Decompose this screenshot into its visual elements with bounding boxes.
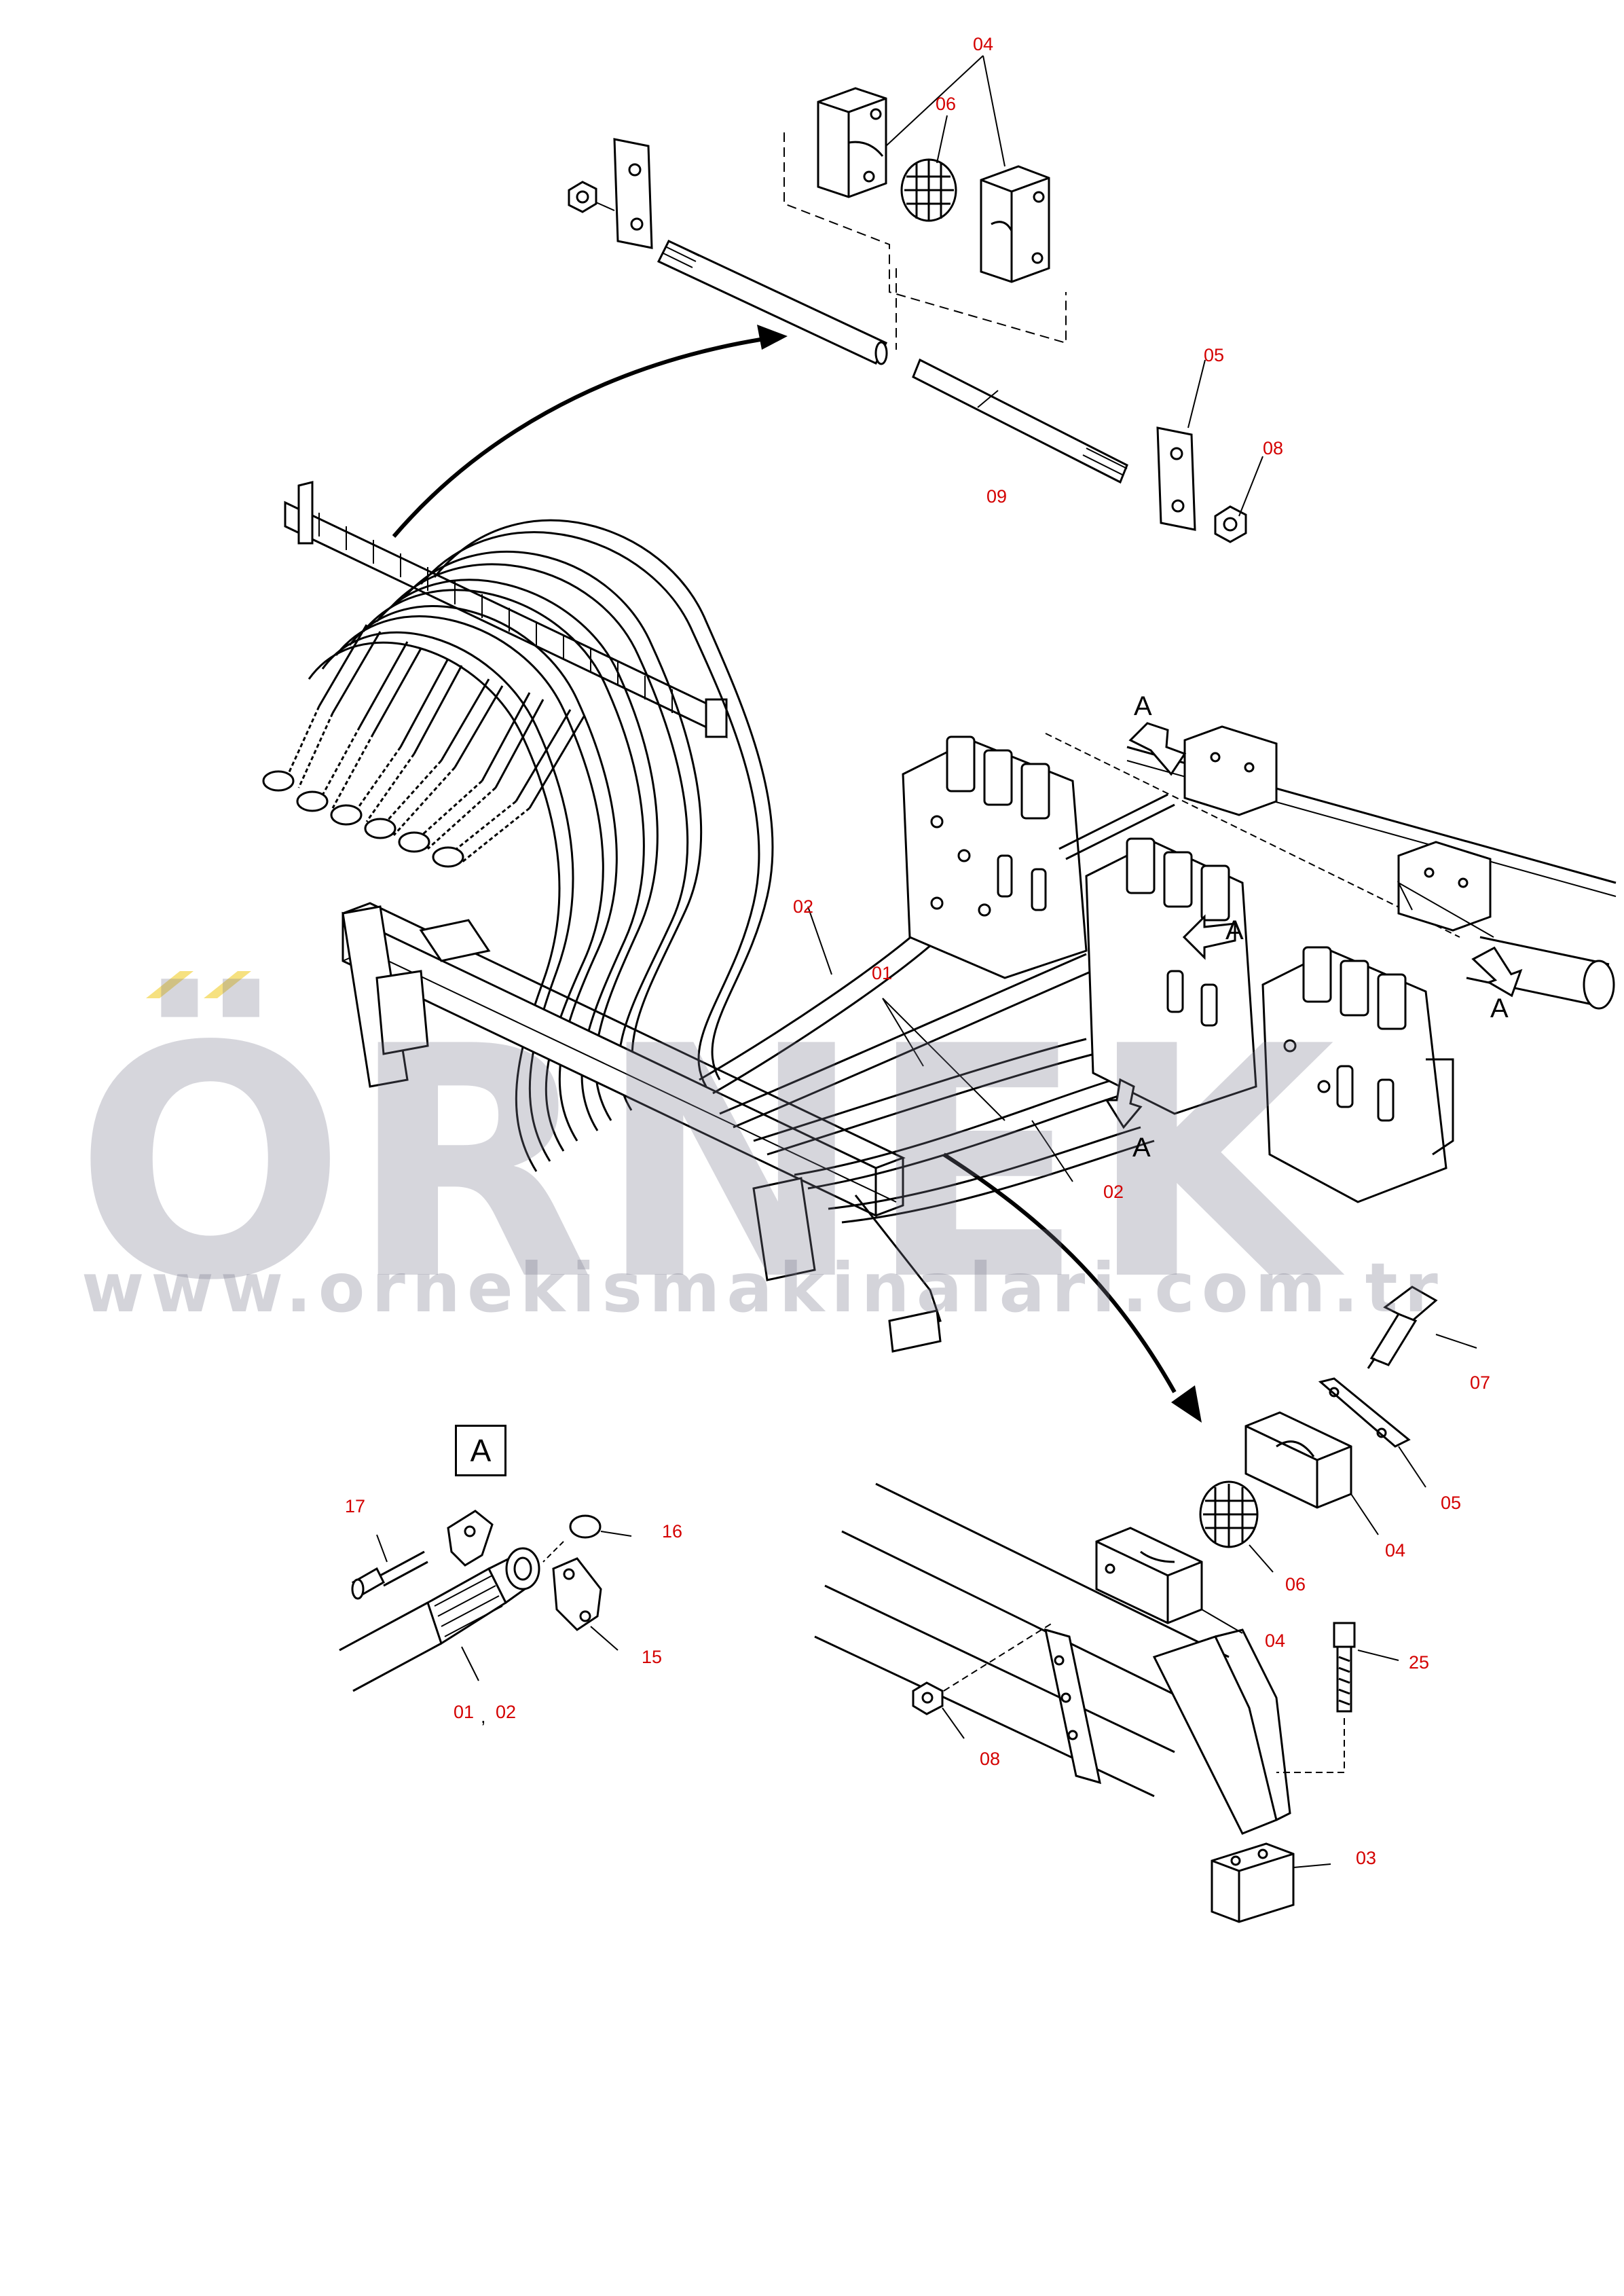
main-assembly [262,481,1617,1353]
watermark-logo [146,971,251,998]
label-17: 17 [345,1496,366,1516]
label-16: 16 [662,1521,683,1542]
label-09-top: 09 [986,486,1008,507]
label-04-top: 04 [973,34,994,54]
label-06-top: 06 [936,94,957,114]
watermark-brand: ÖRNEK [75,979,1338,1350]
lower-clamp-assembly [814,1286,1477,1923]
callout-a-1: A [1134,691,1152,721]
detail-a-fitting [339,1510,632,1692]
callout-arrows [1105,722,1523,1129]
label-04-low-right: 04 [1385,1540,1406,1561]
callout-a-3: A [1490,994,1509,1023]
label-05-low: 05 [1441,1493,1462,1513]
arrow-to-lower-detail [942,1152,1202,1423]
label-01-detail: 01 [454,1702,475,1722]
callout-a-4: A [1132,1133,1151,1163]
label-25: 25 [1409,1652,1430,1673]
label-05-top: 05 [1204,345,1225,365]
label-02-low: 02 [1103,1182,1124,1202]
label-03: 03 [1356,1848,1377,1868]
upper-clamp-assembly [568,55,1263,543]
label-07: 07 [1470,1372,1491,1393]
arrow-to-upper-detail [392,325,788,538]
label-04-low-left: 04 [1265,1630,1286,1651]
detail-a-box: A [455,1425,506,1476]
label-02-detail: 02 [496,1702,517,1722]
label-15: 15 [642,1647,663,1667]
watermark-url: www.ornekismakinalari.com.tr [81,1248,1445,1328]
label-06-low: 06 [1285,1574,1306,1595]
label-01-mid: 01 [872,963,893,983]
detail-a-label: A [470,1433,492,1468]
label-comma: , [481,1707,486,1727]
callout-a-2: A [1225,915,1244,945]
label-02-mid: 02 [793,896,814,917]
label-08-top: 08 [1263,438,1284,458]
label-08-low: 08 [980,1749,1001,1769]
